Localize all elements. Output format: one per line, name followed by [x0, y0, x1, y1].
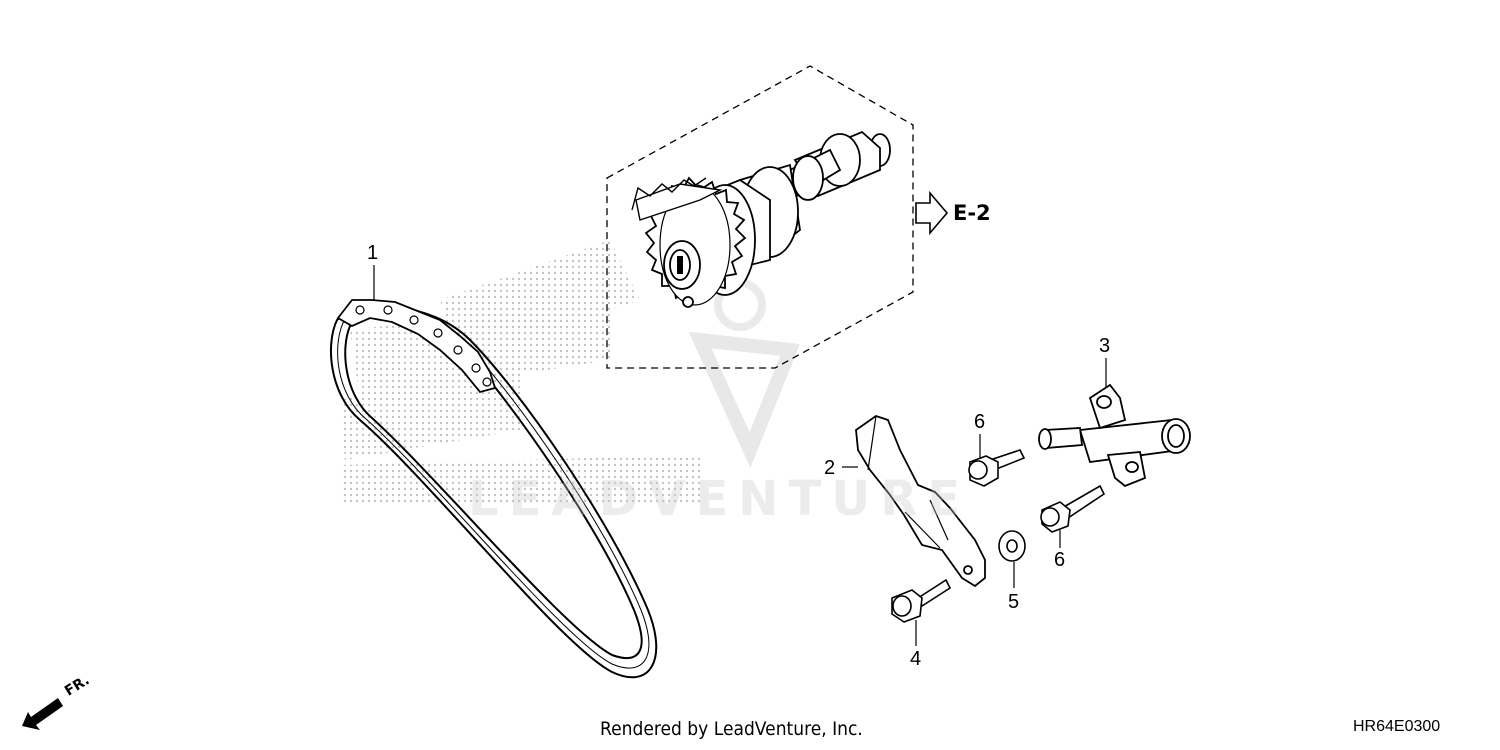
reference-label[interactable]: E-2	[953, 201, 991, 225]
diagram-code: HR64E0300	[1353, 718, 1441, 735]
callout-4[interactable]: 4	[910, 648, 922, 670]
callout-6-lower[interactable]: 6	[1054, 549, 1066, 571]
flange-bolt-lower[interactable]	[1040, 484, 1106, 533]
camshaft-assembly-boundary	[606, 65, 914, 369]
footer-credit: Rendered by LeadVenture, Inc.	[600, 718, 863, 740]
tensioner-arm[interactable]	[855, 415, 986, 588]
callout-1[interactable]: 1	[367, 242, 379, 264]
watermark-text: LEADVENTURE	[468, 471, 970, 527]
callout-2[interactable]: 2	[824, 457, 836, 479]
tensioner-lifter[interactable]	[1038, 383, 1191, 488]
callout-5[interactable]: 5	[1008, 591, 1020, 613]
reference-arrow-icon[interactable]	[915, 190, 949, 236]
camshaft-sprocket[interactable]	[631, 130, 891, 308]
leader-lines	[373, 265, 1107, 646]
callout-3[interactable]: 3	[1099, 335, 1111, 357]
flange-bolt-upper[interactable]	[968, 449, 1026, 487]
callout-6-upper[interactable]: 6	[974, 411, 986, 433]
front-arrow-icon	[22, 698, 63, 730]
flange-bolt-4[interactable]	[891, 578, 952, 623]
washer[interactable]	[998, 530, 1026, 562]
cam-chain[interactable]	[330, 299, 658, 679]
